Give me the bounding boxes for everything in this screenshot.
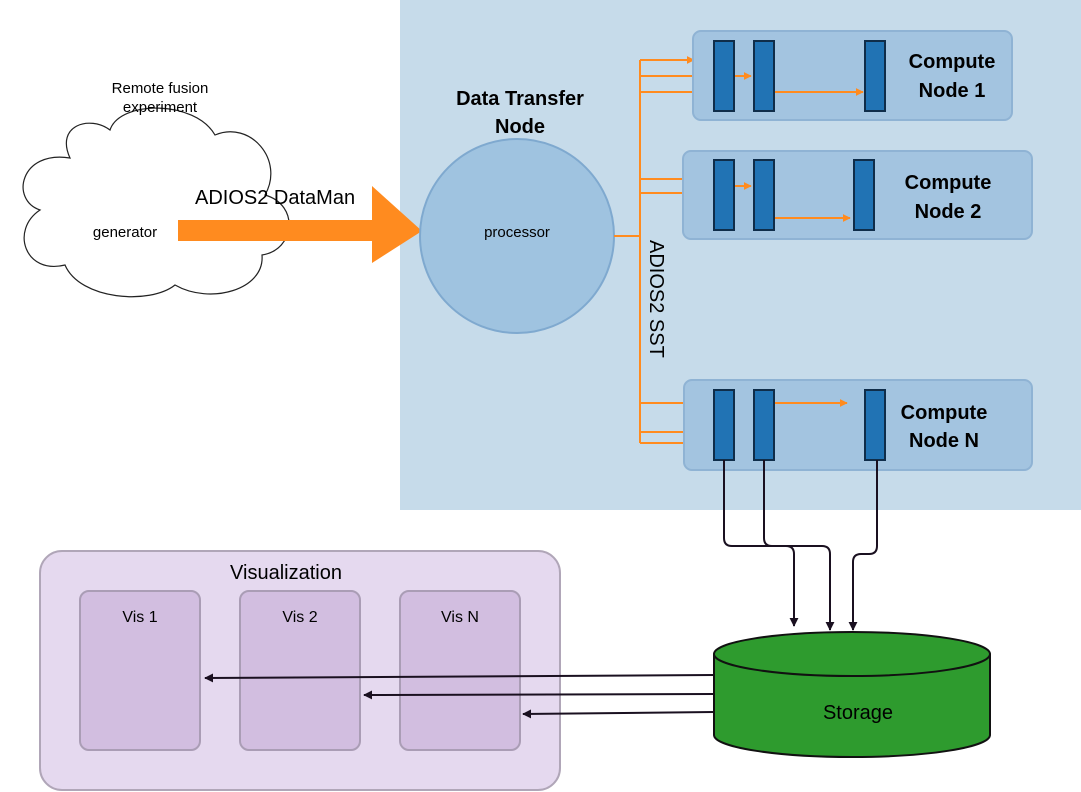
compute-node-1-line2: Node 1 bbox=[919, 80, 986, 102]
node-1-bar-2 bbox=[753, 40, 775, 112]
generator-label: generator bbox=[93, 224, 157, 241]
storage-links bbox=[723, 460, 878, 631]
sst-label: ADIOS2 SST bbox=[645, 240, 667, 358]
visualization-title: Visualization bbox=[230, 562, 342, 584]
dtn-title-line2: Node bbox=[495, 116, 545, 138]
cloud-title-line2: experiment bbox=[123, 99, 198, 116]
storage-cylinder bbox=[713, 631, 991, 758]
compute-node-n-line1: Compute bbox=[901, 402, 988, 424]
node-2-bar-2 bbox=[753, 159, 775, 231]
compute-node-1-links bbox=[735, 72, 864, 96]
vis-2-box bbox=[239, 590, 361, 751]
processor-label: processor bbox=[484, 224, 550, 241]
storage-label: Storage bbox=[823, 702, 893, 724]
dtn-title-line1: Data Transfer bbox=[456, 88, 584, 110]
vis-links bbox=[204, 673, 715, 719]
node-2-bar-3 bbox=[853, 159, 875, 231]
cloud-shape bbox=[22, 107, 290, 298]
vis-1-label: Vis 1 bbox=[122, 609, 157, 626]
node-2-bar-1 bbox=[713, 159, 735, 231]
vis-1-box bbox=[79, 590, 201, 751]
cloud-title-line1: Remote fusion bbox=[112, 80, 209, 97]
vis-n-label: Vis N bbox=[441, 609, 479, 626]
compute-node-2-links bbox=[735, 182, 851, 222]
compute-node-2-line1: Compute bbox=[905, 172, 992, 194]
node-1-bar-3 bbox=[864, 40, 886, 112]
vis-2-label: Vis 2 bbox=[282, 609, 317, 626]
compute-node-n bbox=[683, 379, 1033, 471]
compute-node-n-line2: Node N bbox=[909, 430, 979, 452]
dataman-label: ADIOS2 DataMan bbox=[195, 187, 355, 209]
node-1-bar-1 bbox=[713, 40, 735, 112]
compute-node-1-line1: Compute bbox=[909, 51, 996, 73]
node-n-bar-2 bbox=[753, 389, 775, 461]
compute-node-2-line2: Node 2 bbox=[915, 201, 982, 223]
node-n-bar-1 bbox=[713, 389, 735, 461]
node-n-bar-3 bbox=[864, 389, 886, 461]
vis-n-box bbox=[399, 590, 521, 751]
dataman-arrow bbox=[178, 186, 422, 263]
